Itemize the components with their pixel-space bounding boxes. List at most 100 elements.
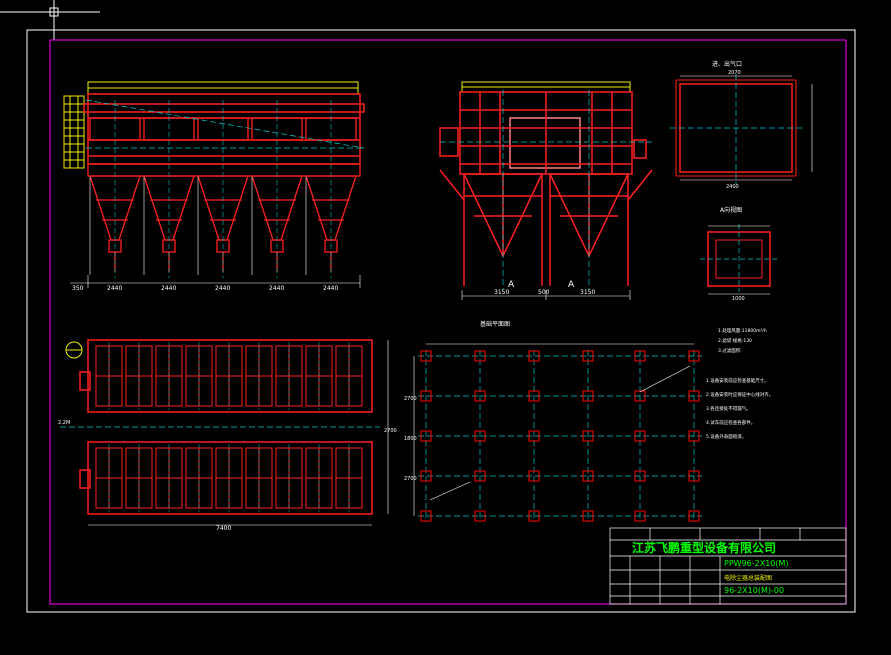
plan-cell bbox=[155, 444, 183, 512]
dim-bay-width: 2440 bbox=[269, 285, 284, 292]
tech-note-line: 2.设备安装时应保证中心线对齐。 bbox=[706, 391, 773, 398]
dim-plan-right: 2700 bbox=[384, 428, 397, 434]
anchor-pad bbox=[688, 430, 700, 442]
front-elevation-view bbox=[63, 81, 365, 288]
dim-outlet-box: 1000 bbox=[732, 296, 745, 302]
anchor-pad bbox=[688, 510, 700, 522]
plan-cell bbox=[305, 444, 333, 512]
dim-foundation-mid: 1800 bbox=[404, 436, 417, 442]
anchor-pad bbox=[420, 510, 432, 522]
anchor-pad bbox=[688, 390, 700, 402]
tech-note-line: 4.试车前应检查各部件。 bbox=[706, 419, 755, 426]
dim-bay-width: 2440 bbox=[107, 285, 122, 292]
dim-foundation-bottom: 2700 bbox=[404, 476, 417, 482]
anchor-pad bbox=[420, 430, 432, 442]
outer-frame bbox=[26, 29, 856, 613]
dim-inlet-top: 2070 bbox=[728, 70, 741, 76]
anchor-pad bbox=[420, 470, 432, 482]
front-hopper bbox=[143, 100, 195, 278]
anchor-pad bbox=[474, 510, 486, 522]
anchor-pad bbox=[420, 350, 432, 362]
plan-cell bbox=[245, 444, 273, 512]
anchor-pad bbox=[582, 350, 594, 362]
tech-param-line: 3.过滤面积: bbox=[718, 347, 742, 354]
foundation-plan bbox=[413, 343, 702, 522]
detail-title-inlet: 进、出气口 bbox=[712, 60, 742, 68]
plan-cell bbox=[275, 444, 303, 512]
plan-cell bbox=[185, 444, 213, 512]
plan-cell bbox=[215, 444, 243, 512]
plan-cells bbox=[95, 342, 363, 512]
anchor-pad bbox=[420, 390, 432, 402]
dim-side-left: 3150 bbox=[494, 289, 509, 296]
anchor-pad bbox=[528, 510, 540, 522]
precipitator-casing bbox=[83, 93, 365, 165]
dim-front-left: 350 bbox=[72, 285, 84, 292]
front-bays bbox=[87, 100, 361, 278]
anchor-pad bbox=[634, 510, 646, 522]
product-label: 电除尘器总装配图 bbox=[724, 574, 772, 582]
model-number: PPW96-2X10(M) bbox=[724, 559, 789, 568]
plan-cell bbox=[305, 342, 333, 410]
plan-cell bbox=[335, 342, 363, 410]
tech-note-line: 5.设备外表面喷漆。 bbox=[706, 433, 746, 440]
dim-bay-width: 2440 bbox=[215, 285, 230, 292]
company-name: 江苏飞鹏重型设备有限公司 bbox=[632, 540, 776, 555]
dim-bay-width: 2440 bbox=[323, 285, 338, 292]
access-ladder bbox=[63, 95, 85, 169]
side-elevation-view bbox=[439, 81, 653, 300]
anchor-pad bbox=[528, 390, 540, 402]
section-mark-a-left: A bbox=[508, 280, 515, 290]
anchor-pad bbox=[474, 350, 486, 362]
inlet-detail-view bbox=[670, 74, 813, 184]
title-block bbox=[609, 527, 847, 605]
anchor-pad bbox=[474, 430, 486, 442]
dim-side-mid: 500 bbox=[538, 289, 550, 296]
plan-cell bbox=[245, 342, 273, 410]
dim-side-right: 3150 bbox=[580, 289, 595, 296]
plan-cell bbox=[215, 342, 243, 410]
anchor-pad bbox=[688, 470, 700, 482]
front-hopper bbox=[305, 100, 357, 278]
plan-cell bbox=[125, 444, 153, 512]
anchor-pad bbox=[528, 350, 540, 362]
anchor-pad bbox=[688, 350, 700, 362]
dim-foundation-left: 2700 bbox=[404, 396, 417, 402]
plan-cell bbox=[185, 342, 213, 410]
foundation-title: 基础平面图 bbox=[480, 320, 510, 328]
anchor-pad bbox=[634, 430, 646, 442]
tech-note-line: 3.各连接处不得漏气。 bbox=[706, 405, 751, 412]
dim-plan-total: 7400 bbox=[216, 525, 231, 532]
anchor-pad bbox=[582, 430, 594, 442]
front-hopper bbox=[89, 100, 141, 278]
lower-band bbox=[87, 163, 361, 177]
plan-cell bbox=[335, 444, 363, 512]
tech-notes: 1.设备安装前应检查基础尺寸。 2.设备安装时应保证中心线对齐。 3.各连接处不得漏… bbox=[706, 377, 773, 440]
anchor-pad bbox=[582, 510, 594, 522]
anchor-pad bbox=[582, 470, 594, 482]
anchor-pad bbox=[528, 470, 540, 482]
plan-cell bbox=[155, 342, 183, 410]
plan-cell bbox=[125, 342, 153, 410]
section-mark-a-right: A bbox=[568, 280, 575, 290]
front-centerlines bbox=[85, 99, 365, 149]
plan-cell bbox=[95, 342, 123, 410]
anchor-pad bbox=[634, 350, 646, 362]
dim-inlet-bottom: 2400 bbox=[726, 184, 739, 190]
front-dimension-row bbox=[70, 275, 361, 288]
anchor-pad bbox=[634, 390, 646, 402]
cad-cursor bbox=[0, 0, 100, 40]
tech-note-line: 1.设备安装前应检查基础尺寸。 bbox=[706, 377, 769, 384]
dim-bay-width: 2440 bbox=[161, 285, 176, 292]
anchor-pad bbox=[528, 430, 540, 442]
drawing-number: 96-2X10(M)-00 bbox=[724, 586, 784, 595]
anchor-pad bbox=[474, 390, 486, 402]
detail-title-section-a: A向视图 bbox=[720, 206, 742, 214]
anchor-pad bbox=[582, 390, 594, 402]
inner-frame bbox=[49, 39, 847, 605]
plan-cell bbox=[275, 342, 303, 410]
anchor-pad bbox=[634, 470, 646, 482]
top-railing bbox=[87, 81, 359, 95]
